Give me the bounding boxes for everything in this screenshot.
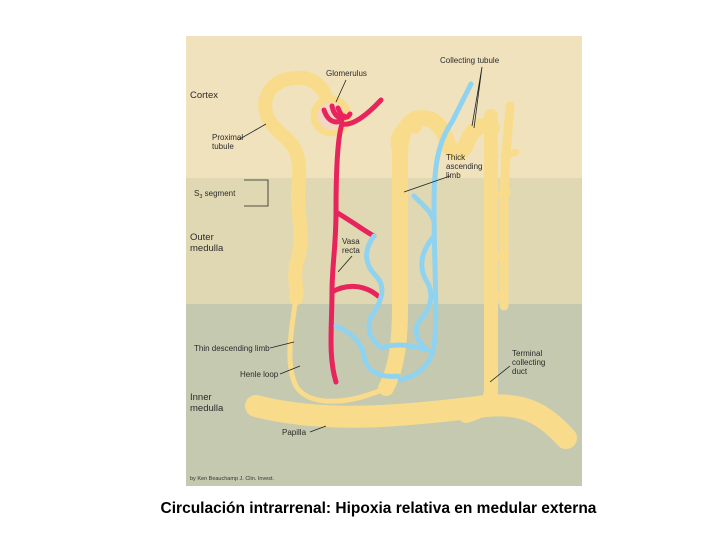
glomerulus-tuft <box>321 103 353 125</box>
zone-label-inner-1: Inner <box>190 392 212 403</box>
vasa-recta-red-branch-2 <box>329 284 381 299</box>
label-proximal-1: Proximal <box>212 133 243 142</box>
label-thick-3: limb <box>446 171 461 180</box>
slide-caption: Circulación intrarrenal: Hipoxia relativ… <box>160 500 597 517</box>
nephron-svg: Cortex Outer medulla Inner medulla Glome… <box>186 36 582 486</box>
leader-papilla <box>309 425 327 433</box>
venous-network-3 <box>333 323 401 379</box>
label-terminal-2: collecting <box>512 358 545 367</box>
label-vasa-1: Vasa <box>342 237 360 246</box>
collecting-duct-branch-3 <box>488 189 511 199</box>
label-henle: Henle loop <box>240 370 279 379</box>
label-terminal-1: Terminal <box>512 349 542 358</box>
credit-text: by Ken Beauchamp J. Clin. Invest. <box>190 476 275 482</box>
collecting-duct-branch-2 <box>500 148 520 160</box>
cortex-zone <box>186 36 582 178</box>
label-thick-1: Thick <box>446 153 466 162</box>
thin-descending-limb <box>287 295 389 404</box>
zone-label-inner-2: medulla <box>190 403 224 414</box>
bracket-s3 <box>244 179 269 207</box>
leader-thin <box>269 341 295 349</box>
kidney-nephron-diagram: Cortex Outer medulla Inner medulla Glome… <box>186 36 582 486</box>
leader-thick <box>403 175 451 193</box>
outer-medulla-zone <box>186 178 582 304</box>
papilla-base <box>245 394 577 449</box>
venous-network-5 <box>411 193 437 225</box>
collecting-duct-branch-5 <box>488 291 507 301</box>
label-papilla: Papilla <box>282 428 307 437</box>
leader-terminal <box>489 365 511 383</box>
label-thin-descending: Thin descending limb <box>194 344 270 353</box>
label-terminal-3: duct <box>512 367 528 376</box>
tubule-system <box>245 70 577 449</box>
proximal-convoluted-tubule <box>258 70 335 305</box>
label-glomerulus: Glomerulus <box>326 69 367 78</box>
venous-network-4 <box>379 342 431 353</box>
venous-network-2 <box>413 233 437 353</box>
thick-ascending-limb <box>378 110 500 396</box>
collecting-duct-branch-4 <box>488 251 509 261</box>
venous-vessels <box>333 81 474 383</box>
zone-label-cortex: Cortex <box>190 90 218 101</box>
leader-proximal <box>237 123 267 141</box>
venous-network-1 <box>364 233 385 351</box>
leader-henle <box>279 365 301 375</box>
label-vasa-2: recta <box>342 246 360 255</box>
zone-label-outer-1: Outer <box>190 232 214 243</box>
collecting-duct-branch <box>499 101 515 311</box>
label-thick-2: ascending <box>446 162 482 171</box>
label-proximal-2: tubule <box>212 142 234 151</box>
leader-glomerulus <box>335 79 347 103</box>
leader-vasa <box>337 255 353 273</box>
label-collecting-tubule: Collecting tubule <box>440 56 500 65</box>
distal-tubule-segment <box>390 121 422 162</box>
collecting-vein <box>397 81 474 383</box>
zone-label-outer-2: medulla <box>190 243 224 254</box>
leader-collecting-tubule <box>471 66 483 129</box>
label-s3-segment: S3 segment <box>194 189 236 200</box>
